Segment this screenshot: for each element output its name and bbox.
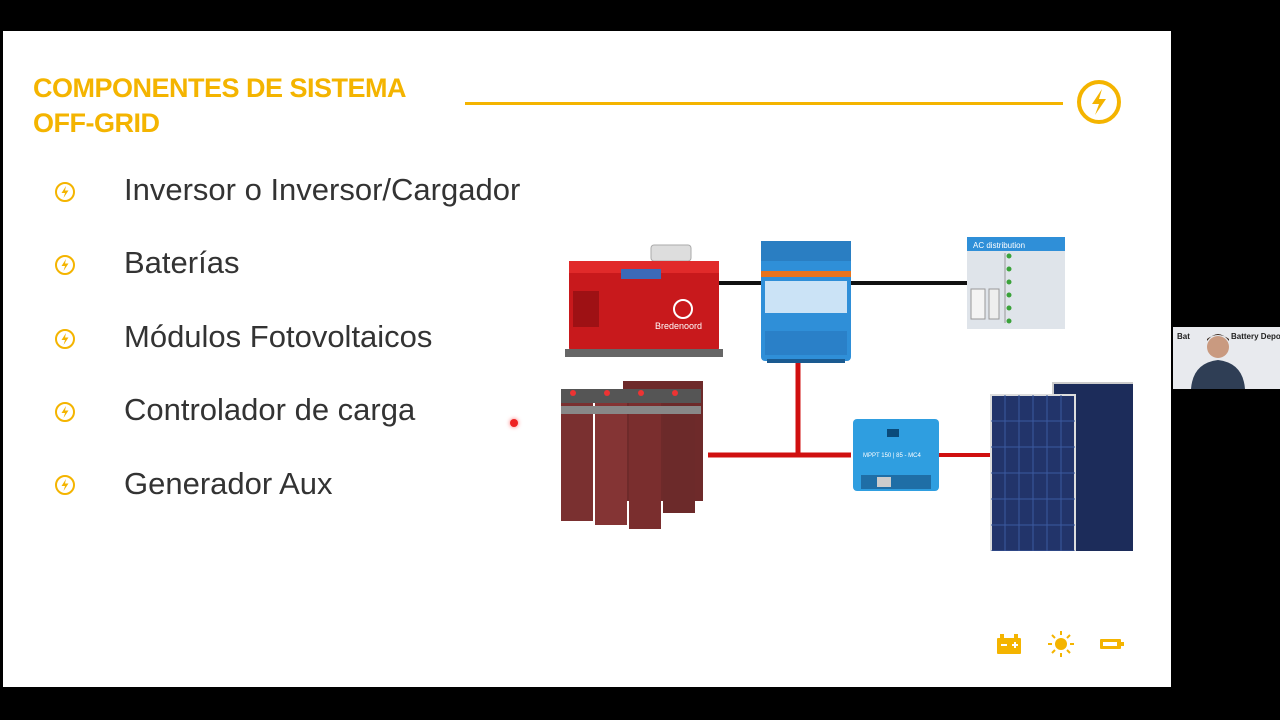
sun-icon bbox=[1048, 631, 1074, 657]
charging-battery-icon bbox=[1100, 639, 1124, 649]
webcam-label-left: Bat bbox=[1177, 332, 1190, 341]
lightning-bullet-icon bbox=[55, 402, 75, 422]
slide: COMPONENTES DE SISTEMA OFF-GRID Inversor… bbox=[3, 31, 1171, 687]
bullet-item: Controlador de carga bbox=[124, 392, 416, 427]
batteries-image bbox=[561, 381, 703, 529]
solar-panels-image bbox=[990, 382, 1133, 551]
bullet-item: Módulos Fotovoltaicos bbox=[124, 319, 433, 354]
lightning-bullet-icon bbox=[55, 475, 75, 495]
lightning-bullet-icon bbox=[55, 255, 75, 275]
battery-icon bbox=[997, 634, 1021, 654]
bullet-item: Generador Aux bbox=[124, 466, 333, 501]
laser-pointer bbox=[510, 419, 518, 427]
wiring bbox=[708, 281, 991, 458]
webcam-label-right: Battery Depot bbox=[1231, 332, 1280, 341]
controller-model: MPPT 150 | 85 - MC4 bbox=[863, 453, 921, 459]
slide-title: COMPONENTES DE SISTEMA OFF-GRID bbox=[33, 71, 407, 141]
presenter-video bbox=[1191, 334, 1245, 389]
title-line-2: OFF-GRID bbox=[33, 108, 160, 138]
generator-brand: Bredenoord bbox=[655, 321, 702, 331]
lightning-bullet-icon bbox=[55, 182, 75, 202]
webcam-overlay: Bat Battery Depot bbox=[1173, 327, 1280, 389]
lightning-bullet-icon bbox=[55, 329, 75, 349]
inverter-charger-image bbox=[761, 241, 851, 363]
generator-image: Bredenoord bbox=[565, 244, 723, 357]
bullet-item: Baterías bbox=[124, 245, 240, 280]
title-divider bbox=[465, 102, 1063, 105]
title-line-1: COMPONENTES DE SISTEMA bbox=[33, 73, 407, 103]
ac-distribution-image: AC distribution bbox=[967, 237, 1065, 329]
lightning-logo-icon bbox=[1077, 80, 1121, 124]
charge-controller-image: MPPT 150 | 85 - MC4 bbox=[853, 419, 939, 491]
off-grid-system-diagram: Bredenoord AC distribution bbox=[561, 237, 1133, 551]
bullet-item: Inversor o Inversor/Cargador bbox=[124, 172, 521, 207]
ac-distribution-label: AC distribution bbox=[973, 241, 1025, 250]
